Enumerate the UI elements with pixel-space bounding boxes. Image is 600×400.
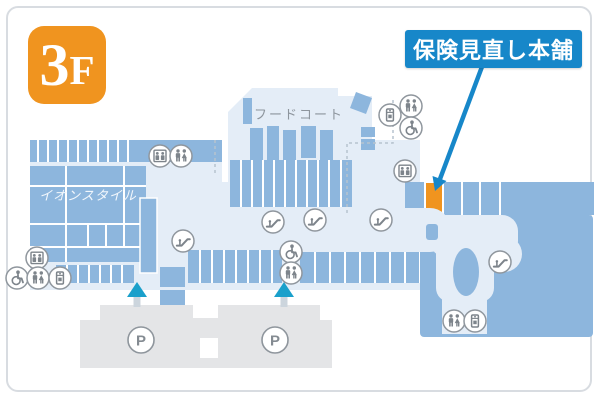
elevator-icon [148,144,172,168]
store-row-center-bottom-left [188,250,282,283]
restroom-icon [442,309,466,333]
vending-machine-icon [463,309,487,333]
store-callout-label: 保険見直し本舗 [412,38,574,63]
store-callout: 保険見直し本舗 [405,30,582,68]
store-row-center-bottom-right [300,252,443,283]
parking-icon: P [261,326,289,354]
restroom-icon [279,261,303,285]
food-court-stalls: フードコート [243,92,375,160]
dashed-boundary [214,100,394,213]
escalator-icon [369,208,393,232]
escalator-icon [303,208,327,232]
restroom-icon [26,266,50,290]
elevator-icon [393,159,417,183]
food-court-area [228,88,372,182]
entrance-triangle [274,282,294,297]
floor-number: 3 [39,32,70,98]
escalator-icon [261,210,285,234]
vending-machine-icon [378,103,402,127]
entrance-triangle [127,282,147,297]
accessible-restroom-icon [399,116,423,140]
escalator-icon [171,229,195,253]
vending-machine-icon [48,266,72,290]
food-court-label: フードコート [254,107,344,122]
parking-structure: P P [80,296,332,368]
accessible-restroom-icon [279,240,303,264]
callout-arrow [432,63,486,191]
aeon-style-label: イオンスタイル [39,188,137,203]
elevator-icon [25,246,49,270]
svg-text:P: P [270,333,280,350]
escalator-icon [488,250,512,274]
store-row-center-top [230,160,352,207]
floor-suffix: F [69,46,95,93]
parking-icon: P [127,326,155,354]
svg-text:P: P [136,333,146,350]
restroom-icon [399,94,423,118]
accessible-restroom-icon [5,266,29,290]
restroom-icon [169,144,193,168]
